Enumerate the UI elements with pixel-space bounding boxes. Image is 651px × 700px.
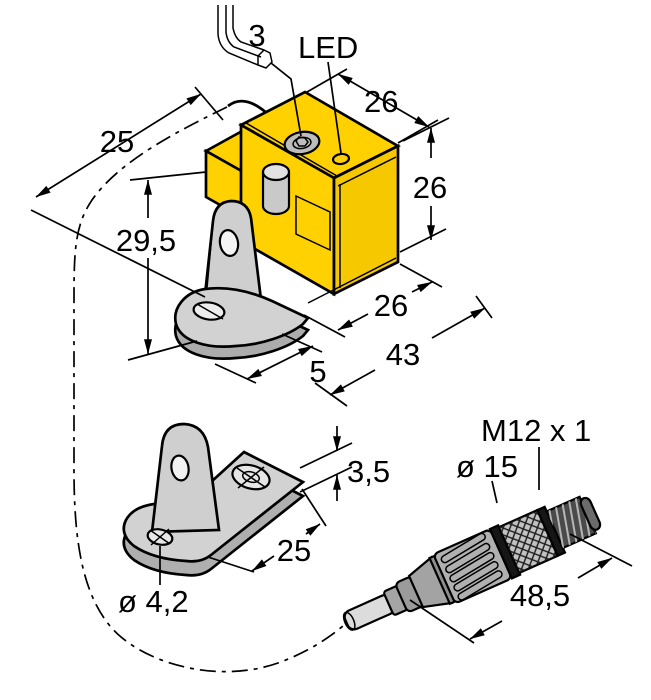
bracket-hole-large-cross — [236, 466, 266, 489]
extension-line — [409, 599, 475, 644]
right-face — [332, 143, 400, 297]
countersink-slash — [196, 303, 224, 320]
extension-line — [281, 333, 323, 353]
m12-connector — [342, 495, 602, 631]
dim-line — [577, 557, 613, 579]
extension-line — [129, 171, 207, 181]
dim-height-26: 26 — [399, 117, 450, 253]
bracket-upright-hole — [170, 454, 190, 482]
grip-slot — [457, 570, 503, 601]
extension-line — [314, 382, 348, 407]
dim-plate-width-25: 25 — [207, 488, 327, 573]
extension-line — [475, 295, 493, 319]
dim-offset-25: 25 — [30, 86, 224, 298]
dim-label: 29,5 — [116, 223, 176, 258]
led-indicator — [331, 152, 351, 166]
mounting-pin — [261, 162, 291, 216]
pin-body — [261, 170, 291, 216]
dim-line — [411, 281, 433, 293]
grip-slot — [449, 551, 495, 583]
dim-plate-thickness-35: 3,5 — [299, 426, 390, 501]
dim-connector-length-485: 48,5 — [409, 533, 633, 644]
dim-label: 26 — [364, 84, 398, 119]
extension-line — [303, 314, 346, 338]
connector-tip — [579, 496, 602, 531]
clamp-recess — [295, 194, 331, 252]
pin-top — [261, 162, 291, 182]
grip-slot — [440, 532, 486, 564]
dim-label: 3,5 — [347, 454, 390, 489]
dim-top-width-26: 26 — [306, 68, 439, 144]
clamp-hole — [218, 229, 240, 257]
extension-line — [301, 488, 327, 527]
hex-key-icon — [217, 5, 273, 69]
grip-slot — [445, 542, 491, 574]
dim-label: 25 — [100, 124, 134, 159]
connector-diameter-label: ø 15 — [456, 449, 518, 484]
extension-line — [30, 209, 206, 298]
dim-label: 25 — [277, 533, 311, 568]
hex-key-outer-edge — [217, 5, 259, 66]
extension-line — [569, 533, 633, 567]
screw-hex-socket — [295, 136, 309, 147]
hole-diameter-label: ø 4,2 — [118, 584, 189, 619]
dim-depth-26: 26 — [303, 263, 443, 338]
mounting-bracket-view — [122, 422, 306, 577]
dim-label: 48,5 — [510, 578, 570, 613]
thread-spec-label: M12 x 1 — [481, 413, 591, 448]
dim-line — [305, 523, 321, 536]
hex-key-mid-edge — [225, 5, 262, 58]
extension-line — [207, 556, 255, 573]
hex-key-size-label: 3 — [248, 18, 265, 53]
cable-end-face — [342, 611, 356, 631]
dim-line — [329, 369, 376, 396]
right-face-chamfer-bottom — [307, 257, 397, 304]
hex-key-tip — [257, 49, 273, 69]
grip-slot — [453, 560, 499, 592]
dim-line — [246, 345, 314, 380]
dim-base-offset-5: 5 — [214, 333, 327, 389]
extension-line — [214, 363, 257, 384]
bracket-base — [173, 286, 311, 360]
dimension-lines: 25 26 26 29,5 — [30, 68, 633, 644]
dim-label: 26 — [413, 170, 447, 205]
dim-line — [251, 555, 275, 572]
bracket-hole-small-cross — [149, 528, 171, 546]
extension-line — [402, 117, 450, 142]
dim-line — [337, 73, 430, 128]
dim-line — [469, 620, 503, 640]
led-label: LED — [298, 30, 358, 65]
leader-led — [327, 61, 342, 154]
leader-connector-diameter — [491, 480, 498, 504]
dim-line — [337, 313, 369, 331]
extension-line — [194, 86, 224, 121]
dim-label: 26 — [374, 288, 408, 323]
dim-line — [35, 93, 202, 198]
bracket-upright-edge — [151, 445, 163, 531]
knurl-hatch — [498, 510, 558, 573]
dim-bracket-height-295: 29,5 — [116, 171, 207, 361]
extension-line — [299, 466, 353, 493]
bracket-hole-large-inner — [241, 470, 261, 484]
extension-line — [306, 68, 348, 93]
extension-line — [127, 340, 198, 361]
dim-line — [431, 307, 486, 339]
extension-line — [399, 228, 447, 253]
dim-label: 5 — [309, 354, 326, 389]
extension-line — [299, 442, 353, 469]
extension-line — [399, 263, 443, 288]
grip-slots — [440, 532, 503, 601]
dim-label: 43 — [386, 337, 420, 372]
extension-line — [397, 119, 439, 144]
right-face-chamfer-top — [337, 156, 397, 187]
hex-key-inner-edge — [232, 5, 265, 51]
dim-total-length-43: 43 — [314, 295, 493, 407]
leader-hex-key — [270, 62, 302, 137]
